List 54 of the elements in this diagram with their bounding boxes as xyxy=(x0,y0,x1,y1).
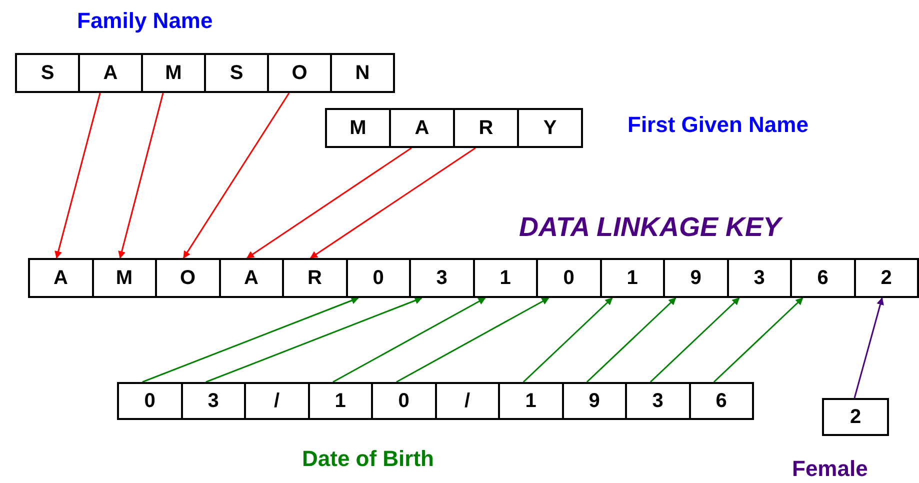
letter-cell: 6 xyxy=(790,258,856,298)
arrow xyxy=(522,297,613,383)
letter-cell: 3 xyxy=(180,382,246,420)
row-heading: Date of Birth xyxy=(302,446,434,472)
letter-cell: O xyxy=(267,53,332,93)
letter-cell: A xyxy=(389,108,455,148)
letter-cell: Y xyxy=(517,108,583,148)
letter-cell: A xyxy=(218,258,284,298)
letter-cell: S xyxy=(15,53,80,93)
letter-cell: M xyxy=(141,53,206,93)
arrow xyxy=(182,92,290,259)
letter-cell: / xyxy=(434,382,500,420)
letter-cell: 1 xyxy=(498,382,564,420)
arrow xyxy=(246,147,412,259)
letter-cell: 9 xyxy=(562,382,627,420)
arrow xyxy=(332,297,486,383)
letter-cell: 0 xyxy=(371,382,436,420)
arrow xyxy=(310,147,476,259)
letter-cell: / xyxy=(244,382,310,420)
letter-cell: 9 xyxy=(663,258,728,298)
letter-cell: M xyxy=(325,108,391,148)
letter-cell: M xyxy=(92,258,157,298)
letter-cell: N xyxy=(330,53,395,93)
letter-cell: 0 xyxy=(117,382,182,420)
arrow xyxy=(650,297,740,383)
letter-cell: 2 xyxy=(822,398,889,436)
letter-cell: R xyxy=(282,258,348,298)
letter-cell: R xyxy=(453,108,519,148)
letter-cell: A xyxy=(28,258,94,298)
row-heading: Family Name xyxy=(77,8,213,34)
letter-cell: A xyxy=(78,53,143,93)
letter-cell: 3 xyxy=(409,258,474,298)
arrow xyxy=(54,92,101,259)
row-heading: First Given Name xyxy=(628,112,808,138)
arrow xyxy=(854,297,884,398)
letter-cell: 3 xyxy=(625,382,690,420)
arrow xyxy=(713,297,804,383)
arrow xyxy=(206,296,422,383)
letter-cell: 0 xyxy=(536,258,602,298)
letter-cell: 1 xyxy=(600,258,665,298)
box-caption: Female xyxy=(792,456,868,482)
arrow xyxy=(118,92,164,259)
letter-cell: 1 xyxy=(472,258,538,298)
arrow xyxy=(586,297,676,383)
arrow xyxy=(396,297,550,383)
letter-cell: 1 xyxy=(308,382,373,420)
letter-cell: 3 xyxy=(726,258,792,298)
letter-cell: 2 xyxy=(854,258,919,298)
key-title: DATA LINKAGE KEY xyxy=(519,212,781,243)
letter-cell: O xyxy=(155,258,220,298)
arrow xyxy=(142,296,359,383)
letter-cell: 6 xyxy=(688,382,754,420)
letter-cell: S xyxy=(204,53,269,93)
letter-cell: 0 xyxy=(346,258,411,298)
